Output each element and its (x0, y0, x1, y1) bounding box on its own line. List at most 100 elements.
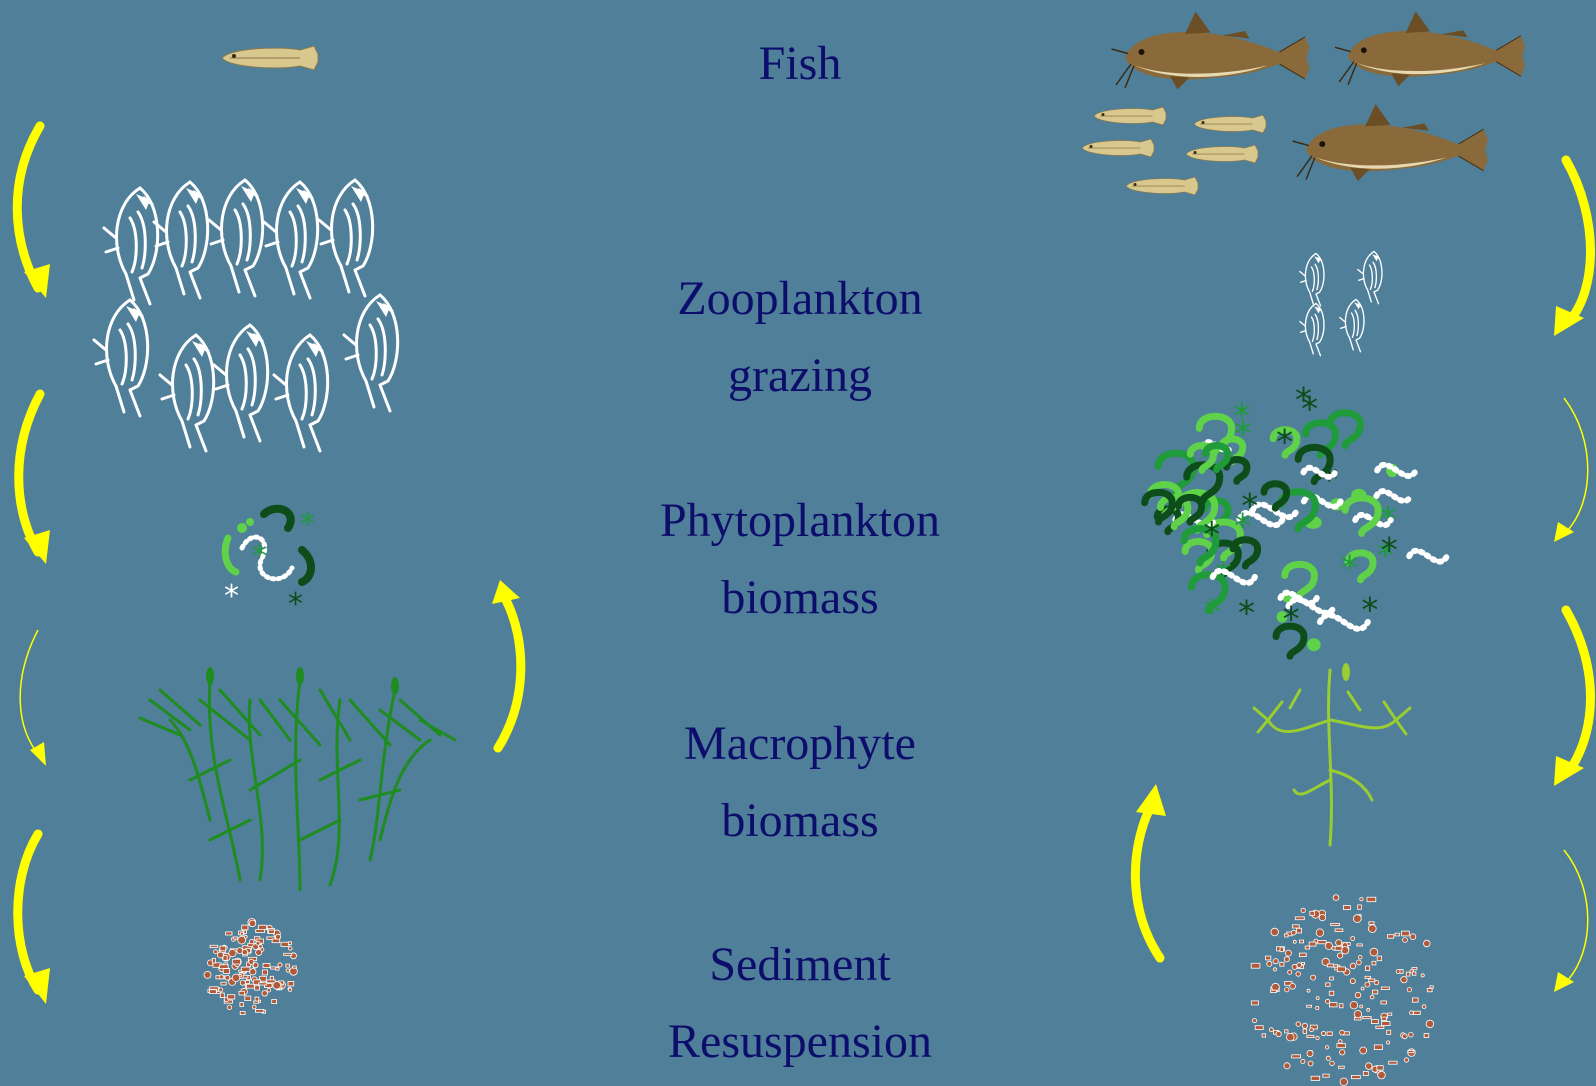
sediment-particle (1409, 1032, 1414, 1037)
macrophyte-icon (140, 680, 455, 890)
sediment-particle (256, 929, 265, 932)
sediment-particle (1376, 1026, 1384, 1028)
sediment-particle (242, 925, 248, 930)
sediment-particle (281, 942, 289, 946)
sediment-particle (1269, 1028, 1273, 1032)
sediment-particle (1267, 961, 1272, 966)
sediment-particle (1273, 968, 1276, 971)
sediment-particle (1302, 1023, 1307, 1028)
zooplankton-icon (1300, 304, 1324, 356)
sediment-particle (1387, 935, 1393, 939)
sediment-particle (267, 988, 271, 992)
sediment-particle (1292, 1055, 1301, 1058)
arrow-icon (1554, 610, 1591, 786)
sediment-particle (1299, 953, 1306, 957)
sediment-particle (1360, 897, 1363, 900)
sediment-particle (1368, 925, 1376, 933)
sediment-particle (259, 983, 267, 985)
sediment-particle (1357, 944, 1362, 946)
sediment-particle (1284, 957, 1289, 962)
fish-larva-icon (222, 46, 318, 70)
sediment-particle (249, 939, 254, 944)
sediment-particle (262, 970, 267, 975)
sediment-particle (1372, 961, 1376, 965)
sediment-particle (1262, 1034, 1266, 1037)
sediment-particle (1339, 1040, 1343, 1044)
sediment-particle (1351, 937, 1355, 941)
arrow-icon (1554, 398, 1588, 542)
sediment-particle (1335, 946, 1342, 950)
sediment-particle (227, 1005, 232, 1010)
sediment-particle (1307, 1005, 1312, 1007)
sediment-particle (1355, 992, 1361, 998)
sediment-particle (1326, 1056, 1330, 1060)
sediment-particle (1340, 1078, 1348, 1086)
zooplankton-group-right (1300, 252, 1382, 356)
phytoplankton-icon: * * * * (224, 507, 315, 622)
sediment-particle (240, 1003, 244, 1007)
sediment-particle (262, 991, 268, 997)
sediment-particle (1352, 1075, 1361, 1078)
sediment-particle (1293, 940, 1296, 943)
sediment-particle (1303, 1029, 1307, 1033)
phytoplankton-asterisk: * (1238, 593, 1255, 633)
sediment-particle (1350, 979, 1355, 984)
sediment-particle (272, 1000, 277, 1004)
sediment-particle (1407, 988, 1411, 992)
sediment-particle (1354, 1011, 1361, 1018)
sediment-particle (1252, 1019, 1256, 1023)
sediment-particle (1387, 1030, 1391, 1034)
sediment-particle (1339, 1066, 1345, 1068)
sediment-particle (1406, 972, 1410, 976)
sediment-particle (233, 959, 241, 964)
arrow-icon (1554, 850, 1588, 992)
sediment-particle (1297, 928, 1302, 933)
sediment-particle (1410, 934, 1416, 940)
sediment-particle (220, 946, 226, 951)
sediment-particle (1316, 1036, 1319, 1039)
sediment-particle (1326, 999, 1330, 1003)
sediment-particle (239, 991, 244, 995)
sediment-particle (259, 925, 267, 929)
sediment-particle (250, 969, 256, 975)
sediment-particle (1357, 960, 1362, 965)
sediment-particle (1404, 1058, 1408, 1062)
sediment-particle (1296, 972, 1301, 977)
sediment-particle (1410, 1011, 1414, 1015)
zooplankton-icon (264, 182, 318, 298)
sediment-particle (1340, 1030, 1345, 1035)
sediment-particle (1330, 1061, 1335, 1066)
phytoplankton-cell (1351, 489, 1366, 501)
phytoplankton-asterisk: * (1341, 548, 1358, 588)
sediment-particle (284, 953, 292, 955)
phytoplankton-filament (1227, 460, 1247, 482)
sediment-particle (1316, 997, 1319, 1000)
sediment-particle (1251, 1001, 1258, 1005)
sediment-particle (1297, 963, 1302, 968)
sediment-particle (1343, 906, 1350, 910)
sediment-particle (1287, 1033, 1295, 1041)
sediment-particle (210, 990, 217, 994)
sediment-particle (1422, 1005, 1426, 1009)
sediment-particle (1402, 931, 1410, 936)
sediment-particle (1412, 998, 1418, 1002)
sediment-particle (286, 969, 289, 972)
sediment-particle (240, 980, 245, 985)
sediment-particle (242, 949, 247, 954)
sediment-particle (1402, 1034, 1407, 1039)
catfish-icon (1112, 12, 1310, 90)
zooplankton-icon (94, 300, 148, 416)
sediment-particle (1412, 967, 1417, 969)
svg-text:*: * (300, 507, 315, 542)
svg-text:*: * (224, 579, 239, 614)
sediment-particle (1401, 977, 1407, 983)
sediment-particle (1337, 967, 1345, 972)
svg-text:*: * (288, 587, 303, 622)
sediment-particle (1367, 897, 1376, 902)
sediment-particle (1307, 989, 1310, 992)
sediment-particle (1333, 895, 1339, 901)
sediment-particle (1430, 986, 1433, 988)
sediment-particle (1329, 1003, 1337, 1007)
sediment-particle (1340, 1050, 1345, 1055)
sediment-particle (1330, 977, 1334, 980)
